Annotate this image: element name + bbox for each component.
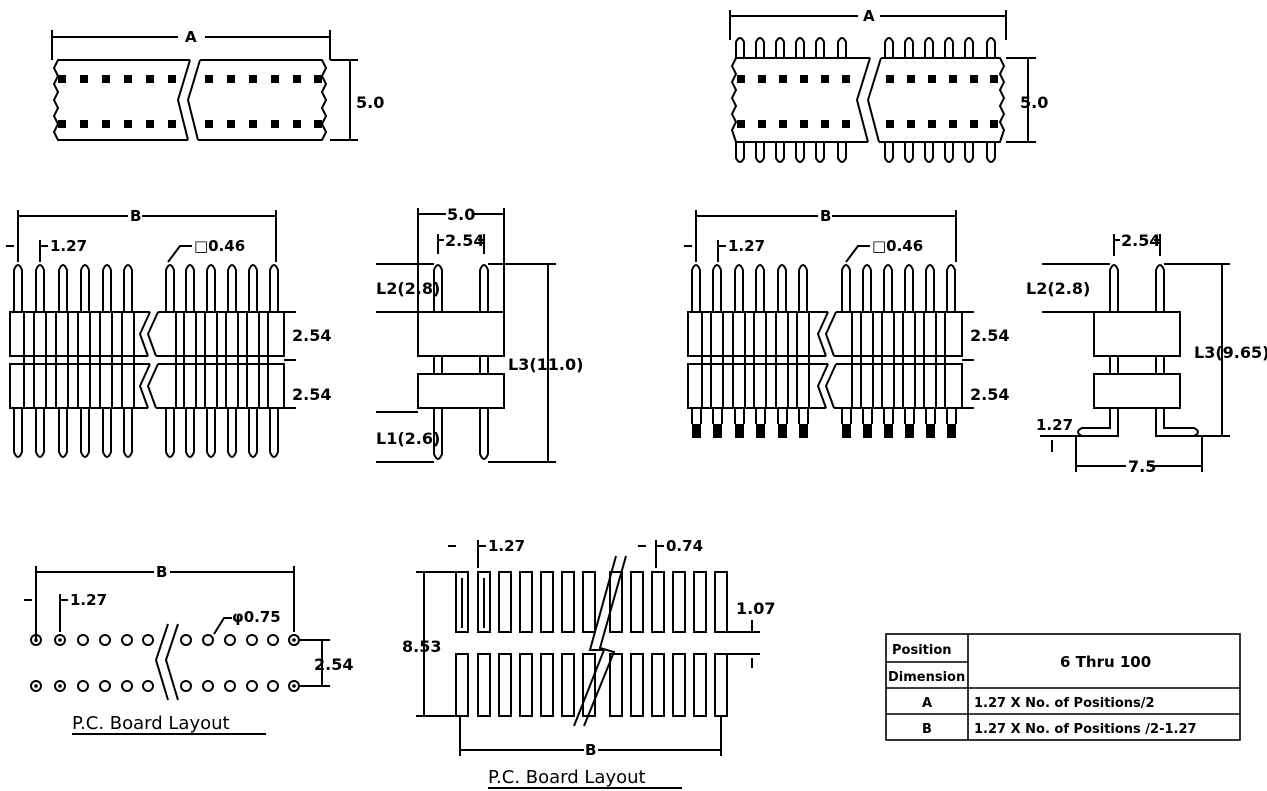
- pcb-layout-tht: B 1.27 φ0.75 2.54 P.C. Board Layout: [24, 563, 353, 735]
- table-row-b-value: 1.27 X No. of Positions /2-1.27: [974, 722, 1197, 737]
- top-view-smt-leads: [735, 37, 996, 163]
- l2-label: L2(2.8): [376, 279, 440, 298]
- pitch-label: 1.27: [488, 537, 525, 555]
- dim-a-label: A: [185, 28, 197, 46]
- top-view-smt: A 5.0: [729, 7, 1048, 163]
- table-position-header: Position: [892, 643, 952, 658]
- table-row-b-key: B: [922, 722, 932, 737]
- pin-size-label: □0.46: [872, 237, 923, 255]
- side-view-smt: 2.54 L2(2.8) L3(9.65) 1.27 7.5: [1026, 231, 1267, 476]
- l3-label: L3(9.65): [1194, 343, 1267, 362]
- pitch-254-label: 2.54: [970, 385, 1009, 404]
- foot-span-label: 7.5: [1128, 457, 1156, 476]
- pad-gap-label: 1.07: [736, 599, 775, 618]
- row-pitch-label: 2.54: [314, 655, 353, 674]
- front-view-straight: B 1.27 □0.46: [6, 207, 331, 458]
- pitch-254-label: 2.54: [970, 326, 1009, 345]
- pitch-254-label: 2.54: [292, 326, 331, 345]
- pitch-label: 1.27: [728, 237, 765, 255]
- table-row-a-value: 1.27 X No. of Positions/2: [974, 696, 1155, 711]
- dim-b-label: B: [130, 207, 141, 225]
- l3-label: L3(11.0): [508, 355, 583, 374]
- dim-height-label: 5.0: [1020, 93, 1048, 112]
- pitch-254-label: 2.54: [292, 385, 331, 404]
- front-view-smt-feet: [692, 424, 956, 438]
- pcb-holes: [30, 634, 300, 692]
- side-width-label: 5.0: [447, 205, 475, 224]
- dim-b-label: B: [585, 741, 596, 759]
- table-range: 6 Thru 100: [1060, 653, 1151, 671]
- side-pitch-label: 2.54: [445, 231, 484, 250]
- table-dimension-header: Dimension: [888, 670, 965, 685]
- pad-span-label: 8.53: [402, 637, 441, 656]
- dim-a-label: A: [863, 7, 875, 25]
- dimension-table: Position Dimension 6 Thru 100 A 1.27 X N…: [885, 633, 1241, 741]
- front-view-smt: B 1.27 □0.46 2.54 2.54: [684, 207, 1009, 438]
- pitch-label: 1.27: [50, 237, 87, 255]
- top-view-smt-pin-squares: [737, 75, 998, 128]
- side-pitch-label: 2.54: [1121, 231, 1160, 250]
- l2-label: L2(2.8): [1026, 279, 1090, 298]
- side-view-straight: 5.0 2.54 L2(2.8) L3(11.0) L1(2.6): [376, 205, 583, 463]
- front-view-smt-pins: [691, 264, 956, 312]
- top-view-pin-squares: [58, 75, 322, 128]
- hole-dia-label: φ0.75: [232, 608, 281, 626]
- pcb-layout-caption: P.C. Board Layout: [72, 713, 230, 734]
- pin-size-label: □0.46: [194, 237, 245, 255]
- table-row-a-key: A: [922, 696, 932, 711]
- pcb-layout-smt: 1.27 0.74 8.53 1.07 B P.C. Board Layout: [402, 537, 775, 789]
- dim-b-label: B: [156, 563, 167, 581]
- top-view-straight: A 5.0: [51, 28, 384, 141]
- pitch-label: 1.27: [70, 591, 107, 609]
- smt-pads: [455, 571, 728, 717]
- front-view-smt-housings: [687, 311, 963, 409]
- dim-b-label: B: [820, 207, 831, 225]
- front-view-pins: [13, 264, 279, 458]
- l1-label: L1(2.6): [376, 429, 440, 448]
- pad-width-label: 0.74: [666, 537, 703, 555]
- pcb-layout-caption: P.C. Board Layout: [488, 767, 646, 788]
- front-view-housings: [9, 311, 285, 409]
- foot-127-label: 1.27: [1036, 416, 1073, 434]
- dim-height-label: 5.0: [356, 93, 384, 112]
